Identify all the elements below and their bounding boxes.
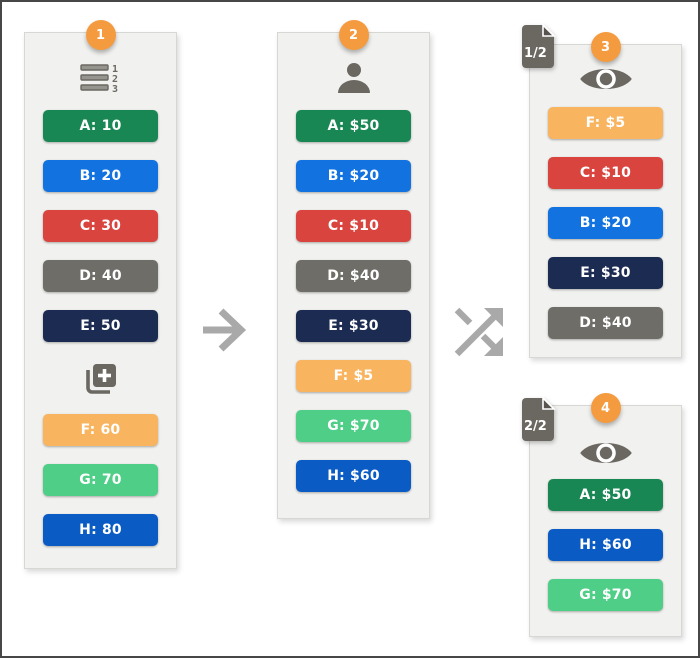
svg-text:2: 2 [112, 74, 118, 85]
panel-2-user-values: 2 A: $50 B: $20 C: $10 D: $40 E: $30 F: $5 G: … [277, 20, 430, 519]
page-label: 1/2 [524, 46, 547, 61]
page-indicator-icon: 1/2 [518, 23, 556, 73]
list-item: G: 70 [43, 464, 158, 496]
list-item: C: $10 [548, 157, 663, 189]
eye-icon [577, 439, 635, 467]
sort-numeric-icon: 1 2 3 [79, 61, 123, 95]
list-item: E: 50 [43, 310, 158, 342]
list-item: A: $50 [548, 479, 663, 511]
arrow-right-icon [200, 307, 250, 357]
list-item: H: 80 [43, 514, 158, 546]
list-item: F: $5 [548, 107, 663, 139]
eye-icon [577, 65, 635, 93]
panel-1-sorted-list: 1 1 2 3 A: 10 B: 20 C: 30 D: 40 E: 50 F: 60 G… [24, 20, 177, 569]
list-item: B: $20 [296, 160, 411, 192]
list-item: A: 10 [43, 110, 158, 142]
svg-text:1: 1 [112, 64, 118, 75]
list-item: B: 20 [43, 160, 158, 192]
list-item: E: $30 [296, 310, 411, 342]
list-item: H: $60 [296, 460, 411, 492]
list-item: A: $50 [296, 110, 411, 142]
list-item: G: $70 [296, 410, 411, 442]
item-list: A: $50 H: $60 G: $70 [548, 479, 663, 611]
panel-3-page-1: 1/2 3 F: $5 C: $10 B: $20 E: $30 D: $40 [522, 23, 682, 358]
person-icon [333, 61, 375, 95]
list-item: H: $60 [548, 529, 663, 561]
list-item: D: $40 [548, 307, 663, 339]
shuffle-icon [452, 305, 506, 363]
list-item: C: $10 [296, 210, 411, 242]
add-collection-icon [83, 361, 119, 397]
list-item: E: $30 [548, 257, 663, 289]
item-list: F: $5 C: $10 B: $20 E: $30 D: $40 [548, 107, 663, 339]
svg-text:3: 3 [112, 84, 118, 95]
panel-4-page-2: 2/2 4 A: $50 H: $60 G: $70 [522, 393, 682, 637]
list-item: D: $40 [296, 260, 411, 292]
step-badge-3: 3 [590, 32, 621, 62]
list-item: G: $70 [548, 579, 663, 611]
item-list-top: A: 10 B: 20 C: 30 D: 40 E: 50 [43, 110, 158, 342]
list-item: D: 40 [43, 260, 158, 292]
list-item: F: 60 [43, 414, 158, 446]
list-item: F: $5 [296, 360, 411, 392]
step-badge-4: 4 [590, 393, 621, 423]
step-badge-2: 2 [338, 20, 369, 50]
step-badge-1: 1 [85, 20, 116, 50]
list-item: C: 30 [43, 210, 158, 242]
item-list-bottom: F: 60 G: 70 H: 80 [43, 414, 158, 546]
item-list: A: $50 B: $20 C: $10 D: $40 E: $30 F: $5 G: $7… [296, 110, 411, 492]
list-item: B: $20 [548, 207, 663, 239]
page-label: 2/2 [524, 419, 547, 434]
page-indicator-icon: 2/2 [518, 396, 556, 446]
